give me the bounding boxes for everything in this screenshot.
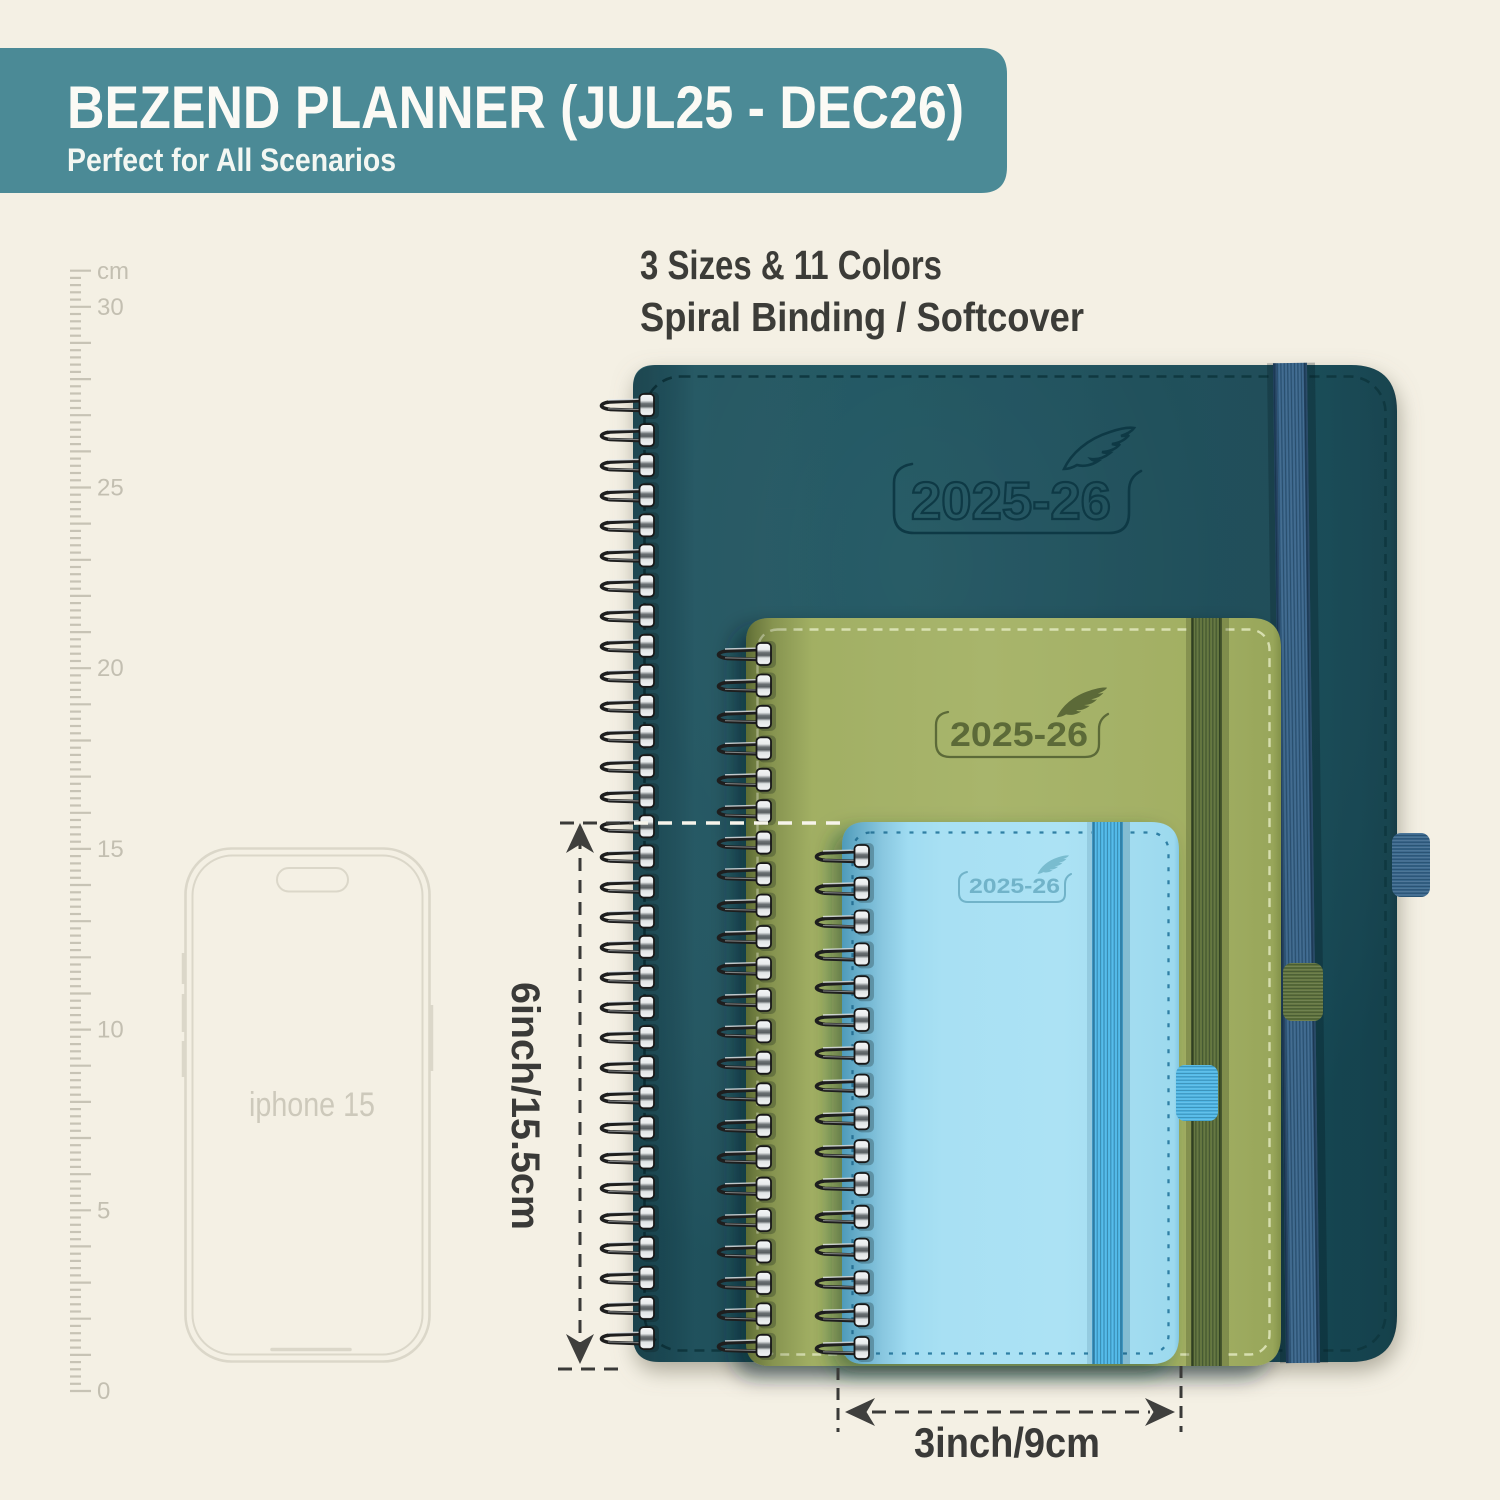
- svg-text:Spiral Binding / Softcover: Spiral Binding / Softcover: [640, 294, 1084, 340]
- svg-text:2025-26: 2025-26: [911, 472, 1111, 531]
- svg-text:30: 30: [97, 294, 124, 321]
- svg-text:0: 0: [97, 1378, 110, 1405]
- svg-text:3inch/9cm: 3inch/9cm: [914, 1419, 1100, 1466]
- svg-text:cm: cm: [97, 258, 129, 285]
- svg-text:2025-26: 2025-26: [969, 874, 1060, 898]
- svg-text:15: 15: [97, 836, 124, 863]
- svg-text:2025-26: 2025-26: [950, 716, 1088, 754]
- svg-text:5: 5: [97, 1197, 110, 1224]
- svg-text:6inch/15.5cm: 6inch/15.5cm: [503, 982, 547, 1230]
- svg-text:3 Sizes & 11 Colors: 3 Sizes & 11 Colors: [640, 242, 942, 288]
- svg-text:iphone 15: iphone 15: [249, 1086, 375, 1124]
- svg-text:Perfect for All Scenarios: Perfect for All Scenarios: [67, 142, 396, 178]
- svg-text:25: 25: [97, 475, 124, 502]
- svg-text:10: 10: [97, 1017, 124, 1044]
- svg-text:BEZEND PLANNER (JUL25 - DEC26): BEZEND PLANNER (JUL25 - DEC26): [67, 74, 964, 141]
- svg-text:20: 20: [97, 655, 124, 682]
